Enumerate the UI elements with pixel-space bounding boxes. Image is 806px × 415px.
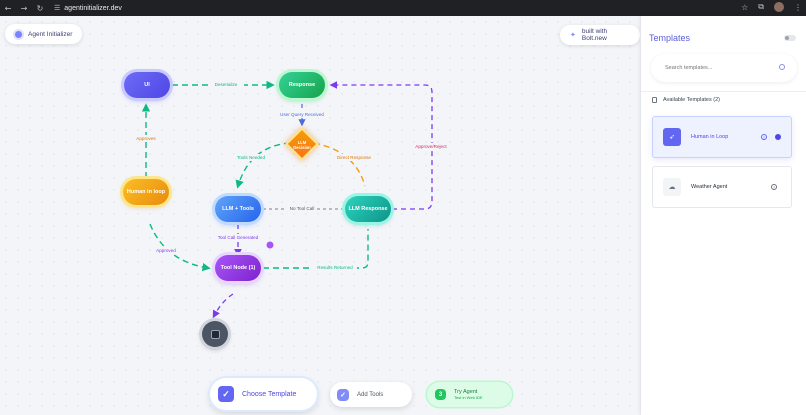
site-settings-icon[interactable]: ☰ (54, 5, 61, 12)
panel-title: Templates (649, 33, 691, 43)
template-name: Weather Agent (691, 184, 728, 190)
node-response-label: Response (288, 82, 316, 88)
rocket-icon: ➶ (663, 128, 681, 146)
node-llm-response-label: LLM Response (348, 206, 388, 212)
edge-decision-tools (235, 142, 291, 189)
end-icon (210, 329, 220, 339)
help-icon[interactable]: ? (771, 184, 777, 190)
template-card-weather-agent[interactable]: ☁ Weather Agent ? (652, 166, 792, 208)
node-tool-node[interactable]: Tool Node (1) (215, 255, 261, 281)
node-end[interactable] (202, 321, 228, 347)
step-try-agent-text: Try Agent Test in Web IDE (454, 389, 483, 401)
edge-label-approved: Approved (156, 248, 176, 253)
reload-icon[interactable]: ↻ (36, 3, 44, 13)
node-tool-label: Tool Node (1) (220, 265, 256, 271)
available-templates-label: Available Templates (2) (663, 97, 720, 103)
menu-icon[interactable]: ⋮ (794, 2, 802, 12)
edge-label-approves: Approves (136, 136, 156, 141)
built-with-badge[interactable]: ✦ built with Bolt.new (560, 25, 640, 45)
search-input[interactable] (665, 65, 765, 71)
node-response[interactable]: Response (279, 72, 325, 98)
panel-divider (641, 91, 806, 92)
template-search (651, 54, 797, 82)
edge-decision-response (313, 142, 366, 187)
url-text: agentinitializer.dev (64, 4, 122, 12)
flow-canvas[interactable]: Agent Initializer ✦ built with Bolt.new (0, 16, 640, 415)
profile-avatar[interactable] (774, 2, 784, 12)
step-try-agent[interactable]: 3 Try Agent Test in Web IDE (427, 382, 512, 407)
edge-label-direct-response: Direct Response (337, 155, 371, 160)
template-name: Human in Loop (691, 134, 729, 140)
node-llm-response[interactable]: LLM Response (345, 196, 391, 222)
edge-label-no-tool-call: No Tool Call (290, 206, 315, 211)
app-logo-icon (15, 30, 22, 38)
edge-human-tool (149, 223, 211, 272)
node-ui[interactable]: UI (124, 72, 170, 98)
browser-toolbar: ← → ↻ ☰ agentinitializer.dev ☆ ⧉ ⋮ (0, 0, 806, 16)
cloud-icon: ☁ (663, 178, 681, 196)
extensions-icon[interactable]: ⧉ (758, 2, 764, 11)
node-llm-tools[interactable]: LLM + Tools (215, 196, 261, 222)
check-icon: ✓ (218, 386, 234, 402)
step-choose-template-label: Choose Template (242, 390, 297, 398)
help-icon[interactable]: ? (761, 134, 767, 140)
step-number-badge: 3 (435, 389, 446, 400)
template-card-human-in-loop[interactable]: ➶ Human in Loop ? (652, 116, 792, 158)
node-human-label: Human in loop (126, 189, 166, 195)
node-human-in-loop[interactable]: Human in loop (123, 179, 169, 205)
edge-label-tools-needed: Tools Needed (237, 155, 266, 160)
step-try-agent-label: Try Agent (454, 388, 478, 395)
edge-label-deserialize: Deserialize (215, 82, 238, 87)
step-add-tools[interactable]: ✓ Add Tools (330, 382, 412, 407)
bookmark-star-icon[interactable]: ☆ (741, 2, 749, 12)
address-bar[interactable]: ☰ agentinitializer.dev (54, 4, 122, 13)
step-add-tools-label: Add Tools (357, 391, 384, 398)
edge-tool-end (212, 293, 234, 319)
node-llm-tools-label: LLM + Tools (222, 206, 254, 212)
back-icon[interactable]: ← (4, 3, 12, 13)
step-try-agent-sublabel: Test in Web IDE (454, 394, 483, 400)
selected-indicator (775, 134, 781, 140)
available-templates-header: Available Templates (2) (652, 97, 720, 103)
search-icon[interactable] (779, 64, 785, 70)
app-title-pill: Agent Initializer (5, 24, 83, 44)
flow-edges: Deserialize User Query Received Tools Ne… (134, 80, 450, 319)
database-icon (652, 97, 657, 103)
edge-results-returned (263, 229, 369, 269)
edge-label-user-query: User Query Received (280, 112, 324, 117)
panel-toggle[interactable] (784, 35, 796, 41)
step-choose-template[interactable]: ✓ Choose Template (210, 378, 317, 410)
tool-badge-dot (266, 241, 274, 249)
check-icon: ✓ (337, 388, 349, 401)
node-ui-label: UI (144, 82, 150, 88)
sparkle-icon: ✦ (570, 32, 576, 39)
edge-label-tool-call-generated: Tool Call Generated (218, 235, 259, 240)
app-title: Agent Initializer (28, 30, 73, 38)
edge-label-approve-reject: Approve/Reject (415, 144, 447, 149)
node-llm-decision-label: LLM Decision (293, 140, 311, 150)
built-with-text: built with Bolt.new (581, 28, 608, 42)
edge-label-results-returned: Results Returned (317, 265, 353, 270)
templates-panel: Templates Available Templates (2) ➶ Huma… (641, 16, 806, 415)
forward-icon[interactable]: → (20, 3, 28, 13)
